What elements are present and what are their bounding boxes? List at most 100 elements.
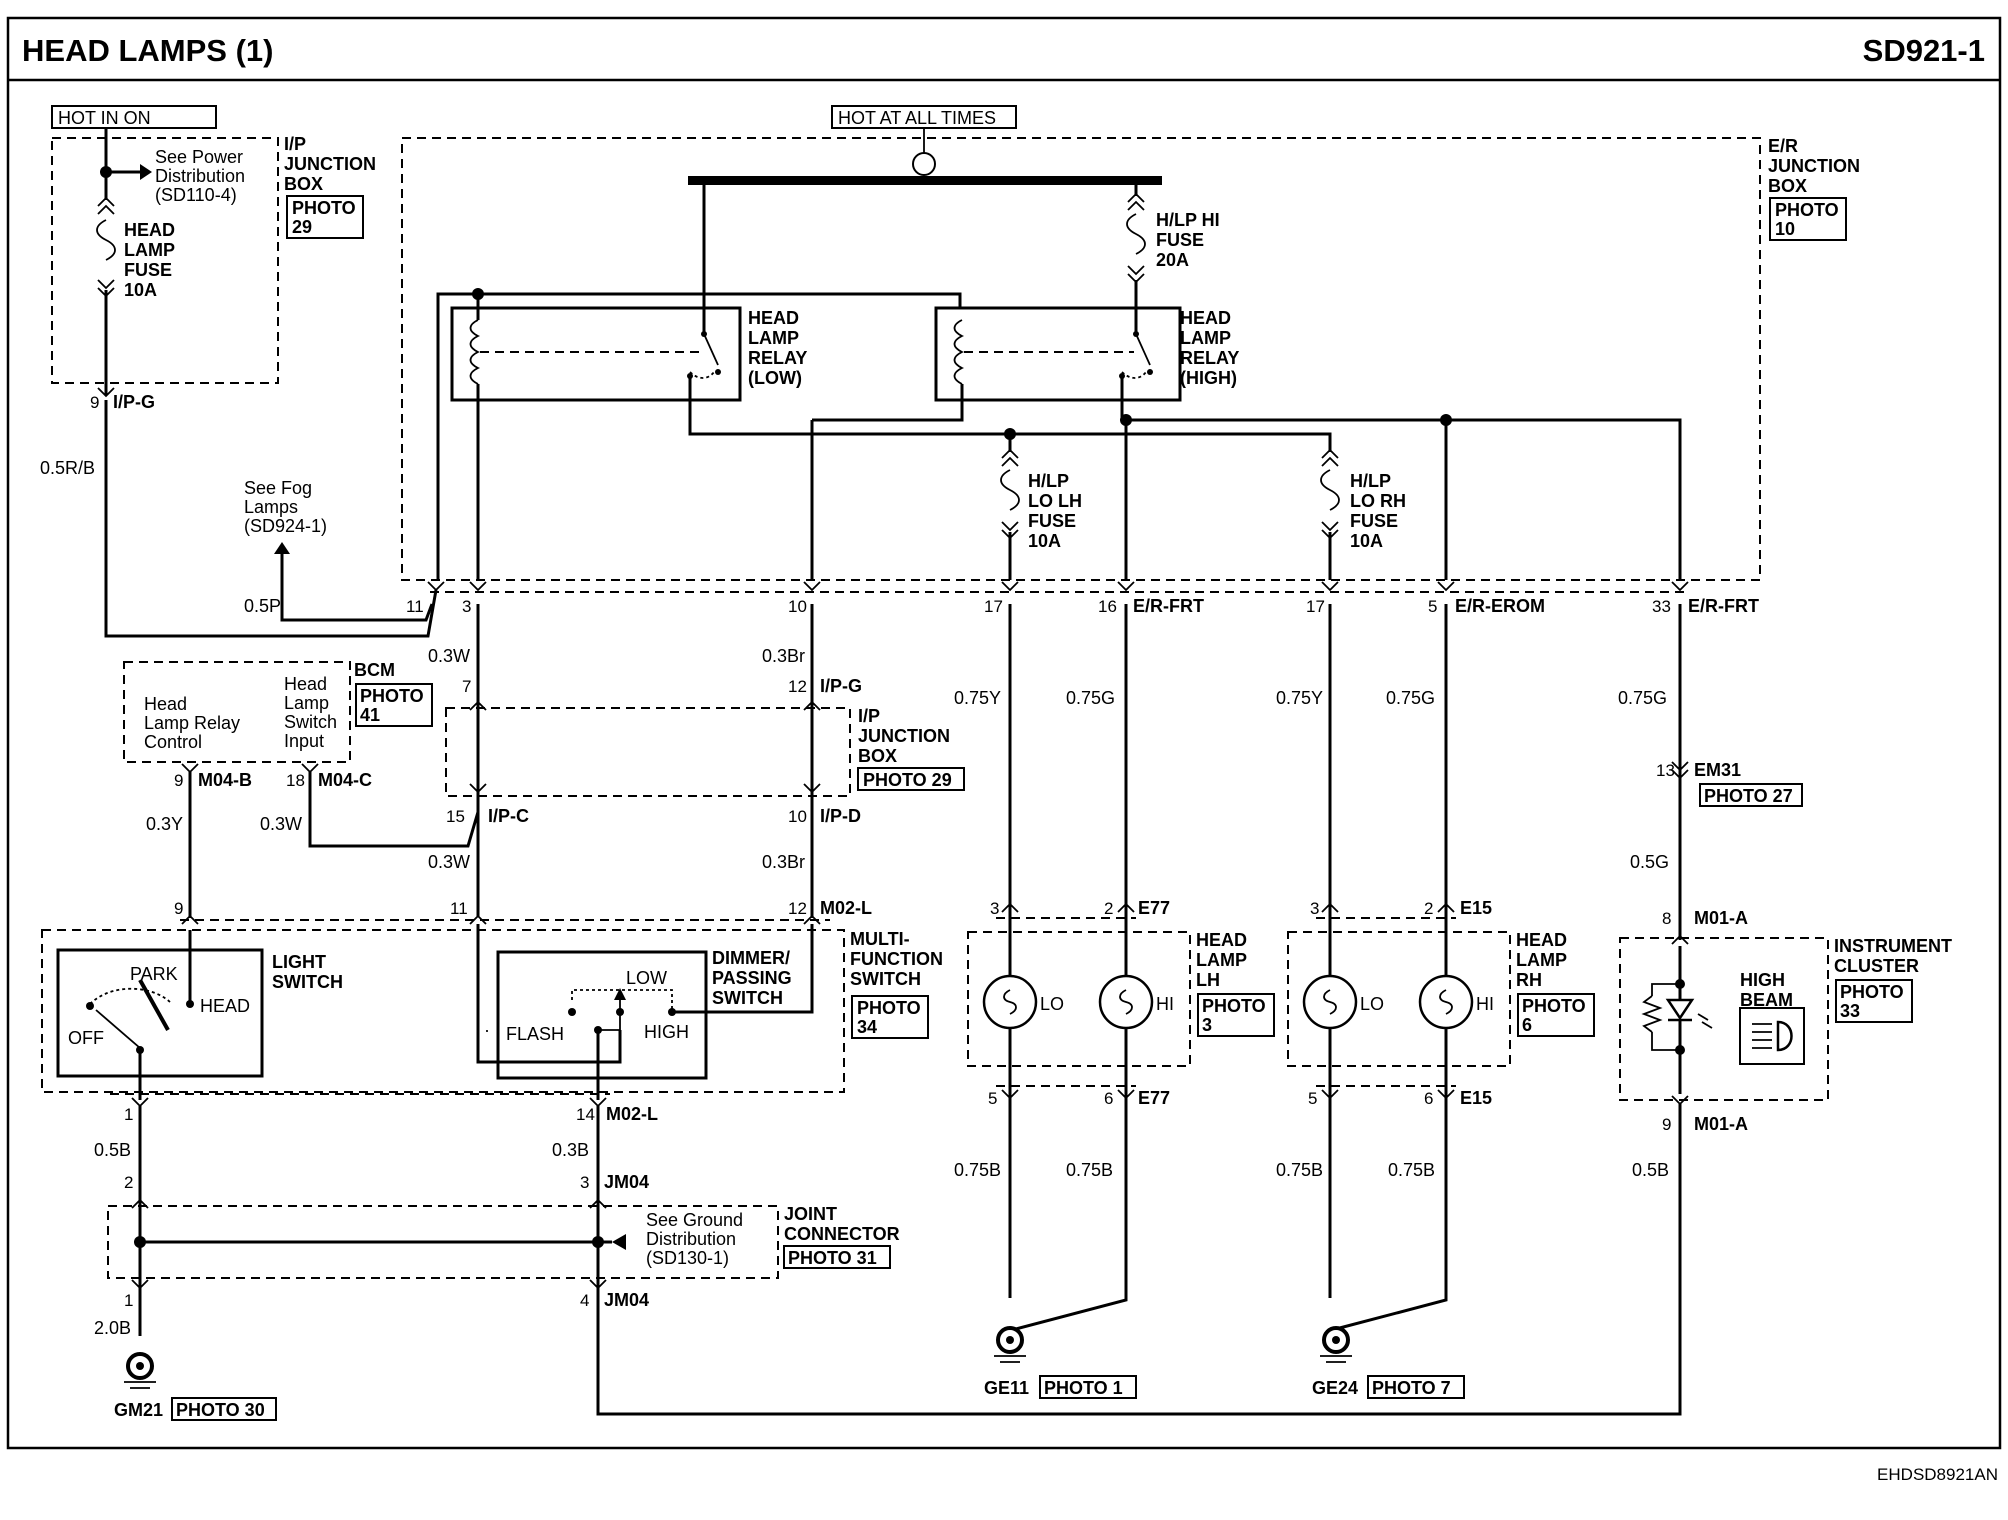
- wire-05b-cluster: 0.5B: [1632, 1160, 1669, 1180]
- lh-lo-label: LO: [1040, 994, 1064, 1014]
- ground-ge11-label: GE11: [984, 1378, 1029, 1398]
- lamp-rh-photo-label: PHOTO: [1522, 996, 1586, 1016]
- pin-9-switch: 9: [174, 899, 183, 918]
- footer-code: EHDSD8921AN: [1877, 1465, 1998, 1484]
- connector-m01a-2: M01-A: [1694, 1114, 1748, 1134]
- bcm-photo: [355, 683, 433, 727]
- pin-7: 7: [462, 677, 471, 696]
- connector-m02l: M02-L: [820, 898, 872, 918]
- joint-photo: [783, 1245, 891, 1269]
- pin-3-joint: 3: [580, 1173, 589, 1192]
- instrument-cluster-box: [1619, 937, 1829, 1101]
- wire-075y-rh: 0.75Y: [1276, 688, 1323, 708]
- ge24-photo-label: PHOTO 7: [1372, 1378, 1451, 1398]
- connector-e15-2: E15: [1460, 1088, 1492, 1108]
- er-junction-box: [401, 137, 1761, 581]
- dimmer-low: LOW: [626, 968, 667, 988]
- connector-e15: E15: [1460, 898, 1492, 918]
- dimmer-high: HIGH: [644, 1022, 689, 1042]
- battery-busbar: [688, 176, 1162, 185]
- ground-gm21-label: GM21: [114, 1400, 163, 1420]
- pin-2-rh: 2: [1424, 899, 1433, 918]
- connector-er-frt: E/R-FRT: [1133, 596, 1204, 616]
- connector-m02l-2: M02-L: [606, 1104, 658, 1124]
- lamp-lh-photo: [1197, 993, 1275, 1037]
- cluster-resistor-icon: [1641, 995, 1663, 1033]
- light-switch-off: OFF: [68, 1028, 104, 1048]
- gm21-photo: [171, 1397, 277, 1421]
- wire-075b-lh-lo: 0.75B: [954, 1160, 1001, 1180]
- rh-hi-label: HI: [1476, 994, 1494, 1014]
- ip-jbox-top-photo: [286, 195, 364, 239]
- connector-ipd: I/P-D: [820, 806, 861, 826]
- pin-3: 3: [462, 597, 471, 616]
- wire-03w-3: 0.3W: [428, 852, 470, 872]
- wire-05rb: 0.5R/B: [40, 458, 95, 478]
- cluster-photo: [1835, 979, 1913, 1023]
- pin-16: 16: [1098, 597, 1117, 616]
- bcm-label: BCM: [354, 660, 395, 680]
- see-power-arrow-icon: [140, 164, 152, 180]
- pin-6-lh: 6: [1104, 1089, 1113, 1108]
- dimmer-flash: FLASH: [506, 1024, 564, 1044]
- hot-at-all-times-label: HOT AT ALL TIMES: [838, 108, 996, 128]
- lo-lh-fuse-icon: [1000, 469, 1020, 511]
- joint-photo-label: PHOTO 31: [788, 1248, 877, 1268]
- light-switch-park: PARK: [130, 964, 178, 984]
- wire-03br: 0.3Br: [762, 646, 805, 666]
- wire-03br-2: 0.3Br: [762, 852, 805, 872]
- er-jbox-photo-no: 10: [1775, 219, 1795, 239]
- battery-terminal-icon: [912, 152, 936, 176]
- er-jbox-photo-label: PHOTO: [1775, 200, 1839, 220]
- dimmer-passing-switch: [496, 950, 708, 1080]
- head-lamp-relay-low: [450, 306, 742, 402]
- wire-075g-cluster: 0.75G: [1618, 688, 1667, 708]
- connector-em31: EM31: [1694, 760, 1741, 780]
- connector-er-erom: E/R-EROM: [1455, 596, 1545, 616]
- connector-m04c: M04-C: [318, 770, 372, 790]
- pin-14: 14: [576, 1105, 595, 1124]
- pin-6-rh: 6: [1424, 1089, 1433, 1108]
- em31-photo-label: PHOTO 27: [1704, 786, 1793, 806]
- lamp-rh-photo-no: 6: [1522, 1015, 1532, 1035]
- ip-jbox-top-photo-label: PHOTO: [292, 198, 356, 218]
- light-switch-head: HEAD: [200, 996, 250, 1016]
- svg-text:·: ·: [484, 1020, 490, 1040]
- light-switch: [56, 948, 264, 1078]
- pin-5-lh: 5: [988, 1089, 997, 1108]
- relay-low-coil-icon: [469, 319, 481, 385]
- ip-jbox-mid-photo: [857, 767, 965, 791]
- wire-03w: 0.3W: [428, 646, 470, 666]
- pin-9-ipg: 9: [90, 393, 99, 412]
- lh-hi-label: HI: [1156, 994, 1174, 1014]
- pin-10: 10: [788, 597, 807, 616]
- high-beam-led-icon: [1665, 998, 1695, 1021]
- em31-photo: [1699, 783, 1803, 807]
- head-lamp-fuse-icon: [96, 219, 116, 261]
- connector-er-frt-2: E/R-FRT: [1688, 596, 1759, 616]
- connector-e77: E77: [1138, 898, 1170, 918]
- ip-junction-box-top: [51, 137, 279, 384]
- wire-075g-lh: 0.75G: [1066, 688, 1115, 708]
- pin-4: 4: [580, 1291, 589, 1310]
- pin-18: 18: [286, 771, 305, 790]
- pin-33: 33: [1652, 597, 1671, 616]
- connector-ipc: I/P-C: [488, 806, 529, 826]
- pin-2-lh: 2: [1104, 899, 1113, 918]
- pin-11: 11: [406, 597, 424, 616]
- pin-12-m02l: 12: [788, 899, 807, 918]
